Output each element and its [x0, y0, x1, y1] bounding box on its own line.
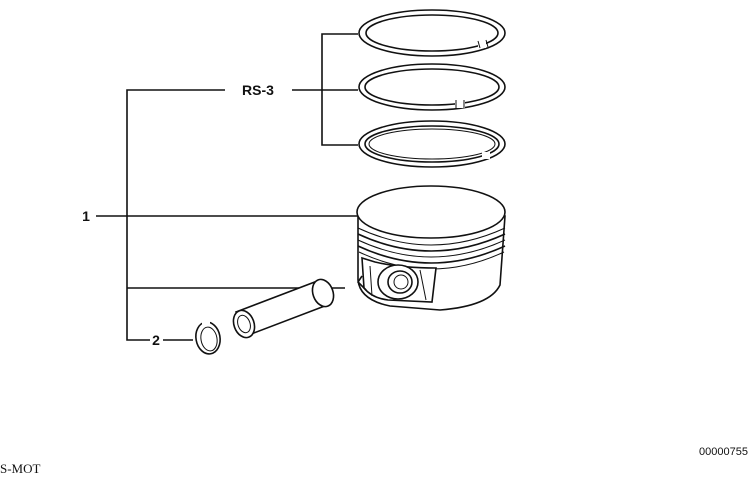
label-rs3: RS-3	[242, 82, 274, 98]
piston	[356, 185, 506, 311]
piston-ring-top	[358, 9, 506, 57]
piston-ring-middle	[358, 63, 506, 111]
piston-ring-bottom	[358, 120, 506, 168]
leader-lines	[96, 33, 358, 341]
circlip	[195, 320, 221, 355]
label-circlip: 2	[152, 332, 160, 348]
piston-pin	[232, 278, 335, 339]
diagram-number: 00000755	[699, 446, 748, 458]
label-piston: 1	[82, 208, 90, 224]
footer-group-code: S-MOT	[0, 461, 41, 476]
